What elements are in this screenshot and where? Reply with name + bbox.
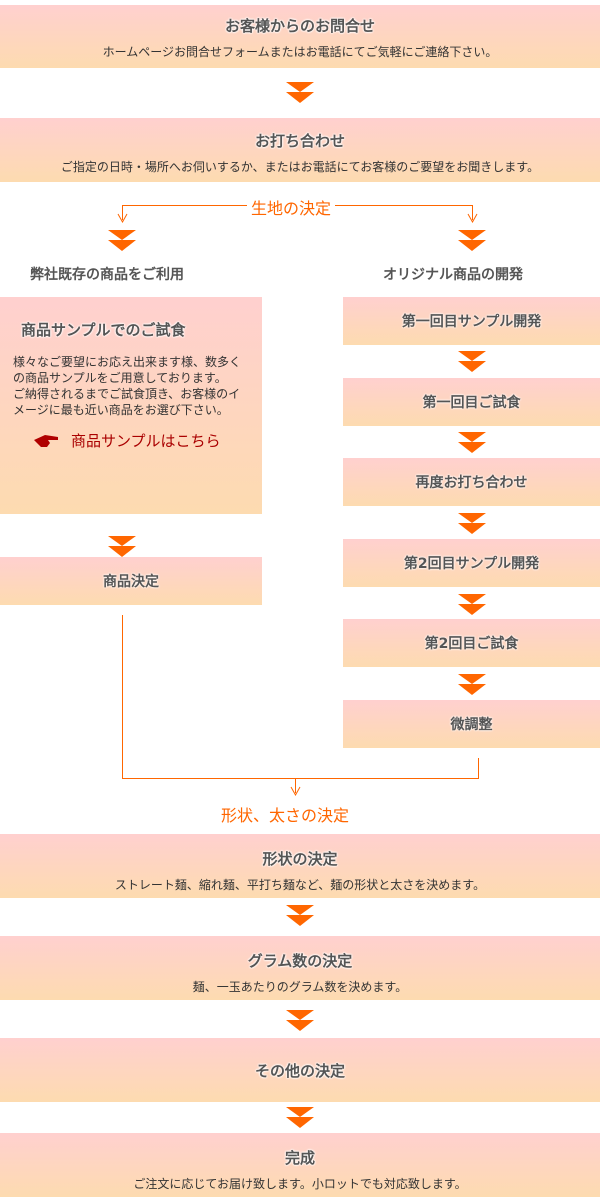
sample-title: 商品サンプルでのご試食 [21,321,186,339]
step-done: 完成 ご注文に応じてお届け致します。小ロットでも対応致します。 [0,1133,600,1197]
product-decision-box: 商品決定 [0,557,262,605]
down-arrow-icon [286,1107,314,1128]
shape-decision-label: 形状、太さの決定 [217,802,354,826]
step-title: その他の決定 [254,1062,345,1080]
step-title: お客様からのお問合せ [224,17,375,35]
down-arrow-icon [286,1010,314,1031]
thin-arrow-icon [467,213,478,223]
down-arrow-icon [458,432,486,453]
right-step-label: 第一回目ご試食 [422,395,521,411]
right-step: 第2回目サンプル開発 [343,539,600,587]
right-step: 第一回目サンプル開発 [343,297,600,345]
down-arrow-icon [458,513,486,534]
step-text: ご指定の日時・場所へお伺いするか、またはお電話にてお客様のご要望をお聞きします。 [60,160,540,174]
sample-text: 様々なご要望にお応え出来ます様、数多くの商品サンプルをご用意しております。 [13,355,242,385]
dough-decision-label: 生地の決定 [247,195,336,219]
step-text: ストレート麺、縮れ麺、平打ち麺など、麺の形状と太さを決めます。 [114,878,486,892]
step-gram: グラム数の決定 麺、一玉あたりのグラム数を決めます。 [0,936,600,1000]
step-text: ご注文に応じてお届け致します。小ロットでも対応致します。 [133,1177,467,1191]
merge-line [478,758,479,778]
merge-line [122,615,123,778]
right-step: 第一回目ご試食 [343,378,600,426]
down-arrow-icon [108,230,136,251]
down-arrow-icon [286,905,314,926]
step-inquiry: お客様からのお問合せ ホームページお問合せフォームまたはお電話にてご気軽にご連絡… [0,5,600,68]
step-other: その他の決定 [0,1038,600,1102]
step-title: 完成 [284,1149,315,1167]
sample-link-label[interactable]: 商品サンプルはこちら [71,432,221,450]
existing-products-heading: 弊社既存の商品をご利用 [30,267,184,283]
down-arrow-icon [286,82,314,103]
right-step: 微調整 [343,700,600,748]
branch-line [472,205,473,220]
down-arrow-icon [458,230,486,251]
sample-link[interactable]: 商品サンプルはこちら [33,430,252,451]
thin-arrow-icon [117,213,128,223]
original-products-heading: オリジナル商品の開発 [383,267,523,283]
right-step: 第2回目ご試食 [343,619,600,667]
down-arrow-icon [458,594,486,615]
step-title: 形状の決定 [262,850,338,868]
down-arrow-icon [458,351,486,372]
pointing-hand-icon [34,434,58,447]
merge-line [295,778,296,793]
right-step-label: 第2回目ご試食 [424,636,519,652]
step-meeting: お打ち合わせ ご指定の日時・場所へお伺いするか、またはお電話にてお客様のご要望を… [0,118,600,182]
step-title: グラム数の決定 [247,952,353,970]
right-step-label: 再度お打ち合わせ [415,475,528,491]
step-shape: 形状の決定 ストレート麺、縮れ麺、平打ち麺など、麺の形状と太さを決めます。 [0,834,600,898]
thin-arrow-icon [290,786,301,796]
sample-text-2: ご納得されるまでご試食頂き、お客様のイメージに最も近い商品をお選び下さい。 [13,387,241,417]
branch-line [122,205,123,220]
step-text: 麺、一玉あたりのグラム数を決めます。 [192,980,408,994]
product-decision-label: 商品決定 [103,574,159,590]
right-step-label: 第一回目サンプル開発 [401,314,542,330]
sample-tasting-box: 商品サンプルでのご試食 様々なご要望にお応え出来ます様、数多くの商品サンプルをご… [0,297,262,514]
down-arrow-icon [108,536,136,557]
right-step-label: 微調整 [450,717,493,733]
step-text: ホームページお問合せフォームまたはお電話にてご気軽にご連絡下さい。 [102,45,498,59]
merge-line [122,778,479,779]
step-title: お打ち合わせ [254,132,345,150]
down-arrow-icon [458,674,486,695]
right-step: 再度お打ち合わせ [343,458,600,506]
right-step-label: 第2回目サンプル開発 [403,556,540,572]
